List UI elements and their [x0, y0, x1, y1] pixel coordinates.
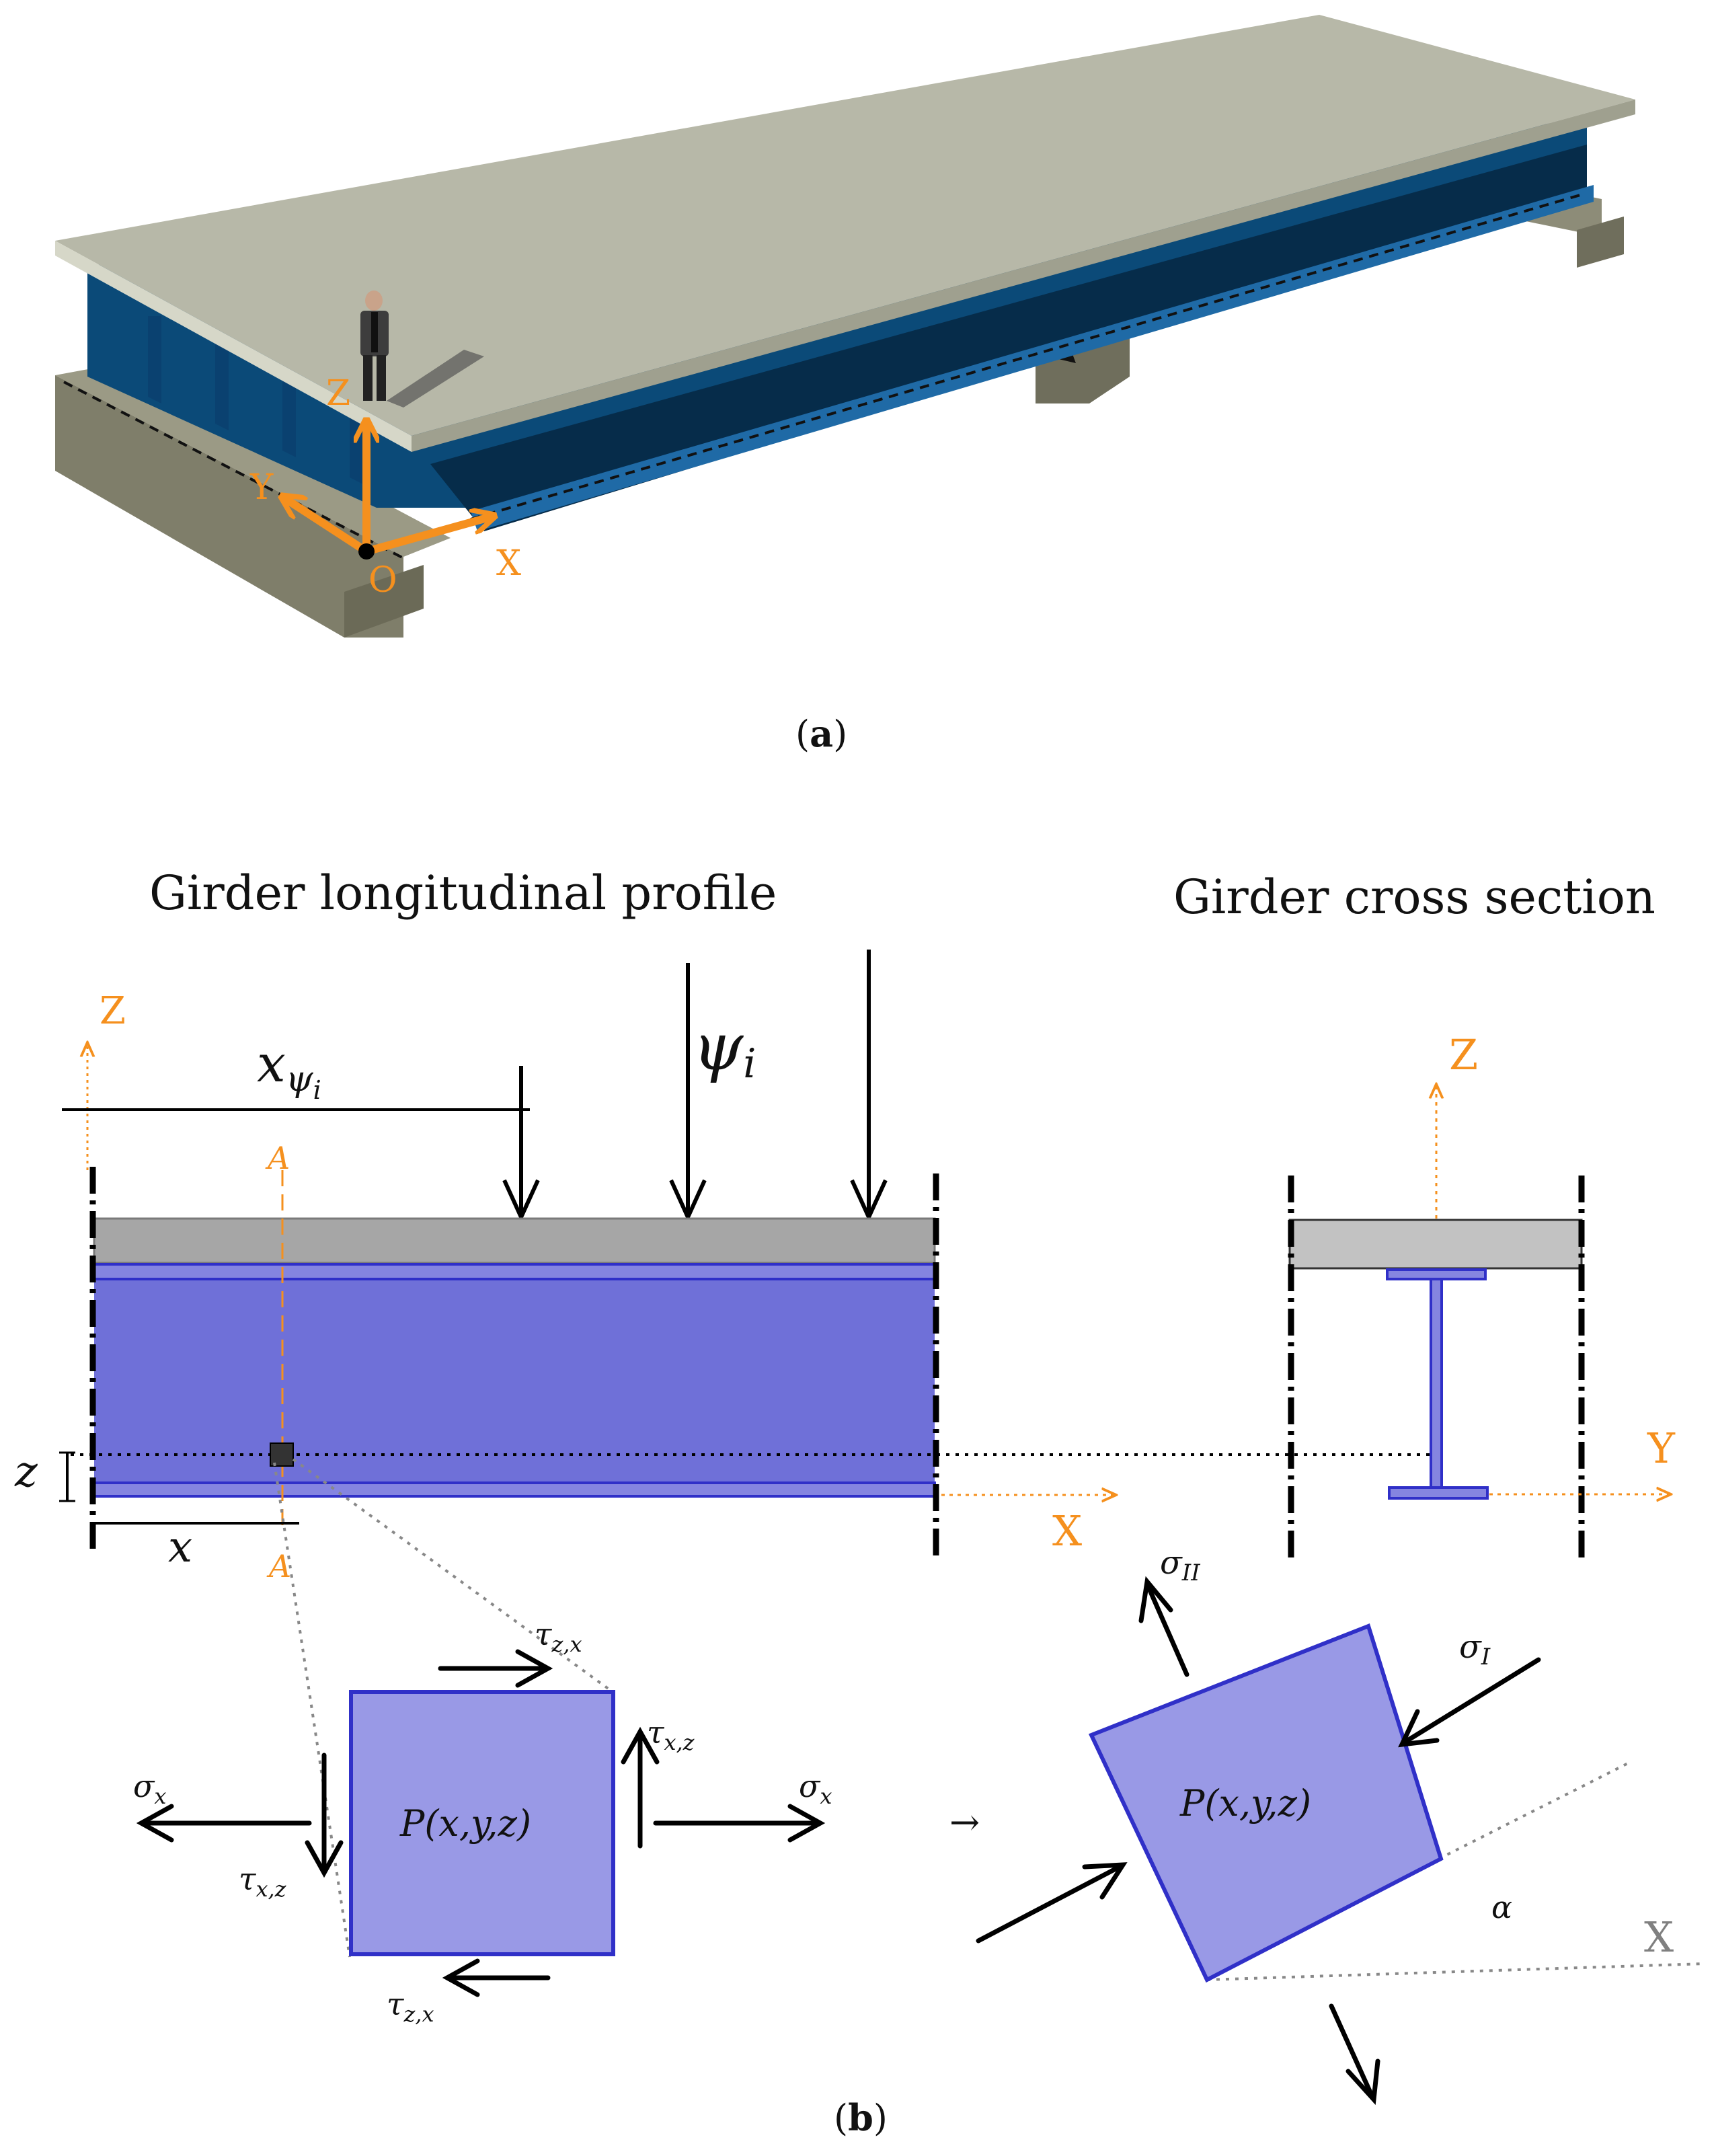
section-z-label: Z [1449, 1030, 1478, 1079]
title-longitudinal-profile: Girder longitudinal profile [149, 865, 777, 921]
longitudinal-profile: Z xψi [14, 950, 1432, 1958]
coord-z-label: z [14, 1447, 38, 1497]
element-square [349, 1690, 615, 1956]
sigma-I-left-arrow [976, 1862, 1128, 1943]
tau-zx-bottom-label: τz,x [387, 1986, 434, 2027]
caption-b: (b) [834, 2096, 888, 2139]
profile-top-flange [93, 1263, 936, 1280]
axis-x-label: X [496, 543, 521, 584]
deck-slab-top [55, 15, 1635, 436]
tau-zx-bottom-arrow [442, 1958, 551, 1997]
load-label: ψi [693, 1009, 756, 1087]
section-bottom-flange [1388, 1486, 1489, 1500]
sigma-II-top-arrow [1138, 1576, 1190, 1677]
profile-z-label: Z [100, 989, 126, 1033]
rotated-ref-line [1438, 1761, 1631, 1860]
caption-a: (a) [795, 712, 847, 755]
section-slab [1288, 1219, 1583, 1270]
tau-zx-top-arrow [438, 1649, 553, 1688]
origin-label: O [368, 560, 397, 601]
axes-3d [284, 422, 492, 555]
load-arrow-3 [850, 950, 888, 1223]
sigma-x-left-arrow [136, 1804, 312, 1843]
panel-b: Girder longitudinal profile Girder cross… [14, 865, 1705, 2139]
profile-web [94, 1264, 935, 1496]
near-abutment-end [344, 565, 424, 638]
rotated-x-label: X [1644, 1913, 1674, 1962]
rotated-stress-element: P(x,y,z) σII [976, 1544, 1705, 2106]
deck-slab-edge-side [412, 100, 1635, 452]
girder-bottom-flange [471, 185, 1594, 531]
near-abutment-top [55, 363, 451, 557]
far-abutment-side [1577, 217, 1624, 268]
profile-slab [93, 1217, 936, 1264]
girder-underside [430, 145, 1587, 531]
deck-slab-edge-front [55, 241, 412, 452]
axis-z-label: Z [326, 373, 350, 414]
load-position-label: xψi [257, 1034, 321, 1105]
sigma-II-bottom-arrow [1329, 2003, 1380, 2106]
person-shadow [387, 350, 484, 408]
section-y-label: Y [1647, 1424, 1676, 1473]
person-figure [360, 291, 484, 408]
x-axis-ref-line [1206, 1962, 1705, 1981]
section-web [1430, 1278, 1443, 1489]
tau-xz-right-arrow [621, 1726, 660, 1849]
sigma-I-right-arrow [1398, 1657, 1541, 1748]
sigma-x-right-label: σx [799, 1768, 832, 1809]
axis-y-label: Y [249, 467, 274, 508]
cross-section: Z Y [1288, 1030, 1676, 1562]
point-marker [270, 1442, 294, 1467]
tau-xz-left-label: τx,z [239, 1861, 287, 1902]
section-top-flange [1386, 1268, 1487, 1280]
element-label: P(x,y,z) [399, 1802, 531, 1845]
rotated-square [1088, 1623, 1444, 1983]
origin-point [358, 543, 375, 560]
sigma-x-left-label: σx [133, 1768, 166, 1809]
section-top-label: A [265, 1140, 290, 1176]
tau-zx-top-label: τz,x [535, 1616, 582, 1657]
tau-xz-right-label: τx,z [647, 1714, 695, 1755]
near-abutment-front [55, 375, 403, 638]
profile-x-label: X [1052, 1506, 1082, 1555]
angle-label: α [1491, 1889, 1512, 1925]
rotated-element-label: P(x,y,z) [1179, 1782, 1311, 1824]
transform-arrow: → [949, 1801, 980, 1843]
sigma-I-label: σI [1459, 1628, 1491, 1670]
zoom-line-left [273, 1462, 351, 1958]
stress-element: P(x,y,z) [133, 1616, 832, 2027]
load-arrow-2 [669, 963, 707, 1223]
tau-xz-left-arrow [305, 1753, 344, 1878]
profile-bottom-flange [93, 1481, 936, 1498]
title-cross-section: Girder cross section [1173, 870, 1655, 925]
coord-x-label: x [168, 1523, 192, 1572]
load-arrows [502, 950, 888, 1223]
sigma-x-right-arrow [653, 1804, 826, 1843]
section-bottom-label: A [266, 1548, 291, 1584]
sigma-II-label: σII [1160, 1544, 1200, 1586]
load-arrow-1 [502, 1066, 540, 1223]
mid-pier-front [1036, 336, 1130, 403]
panel-a-bridge: Z Y X O (a) [55, 15, 1635, 755]
